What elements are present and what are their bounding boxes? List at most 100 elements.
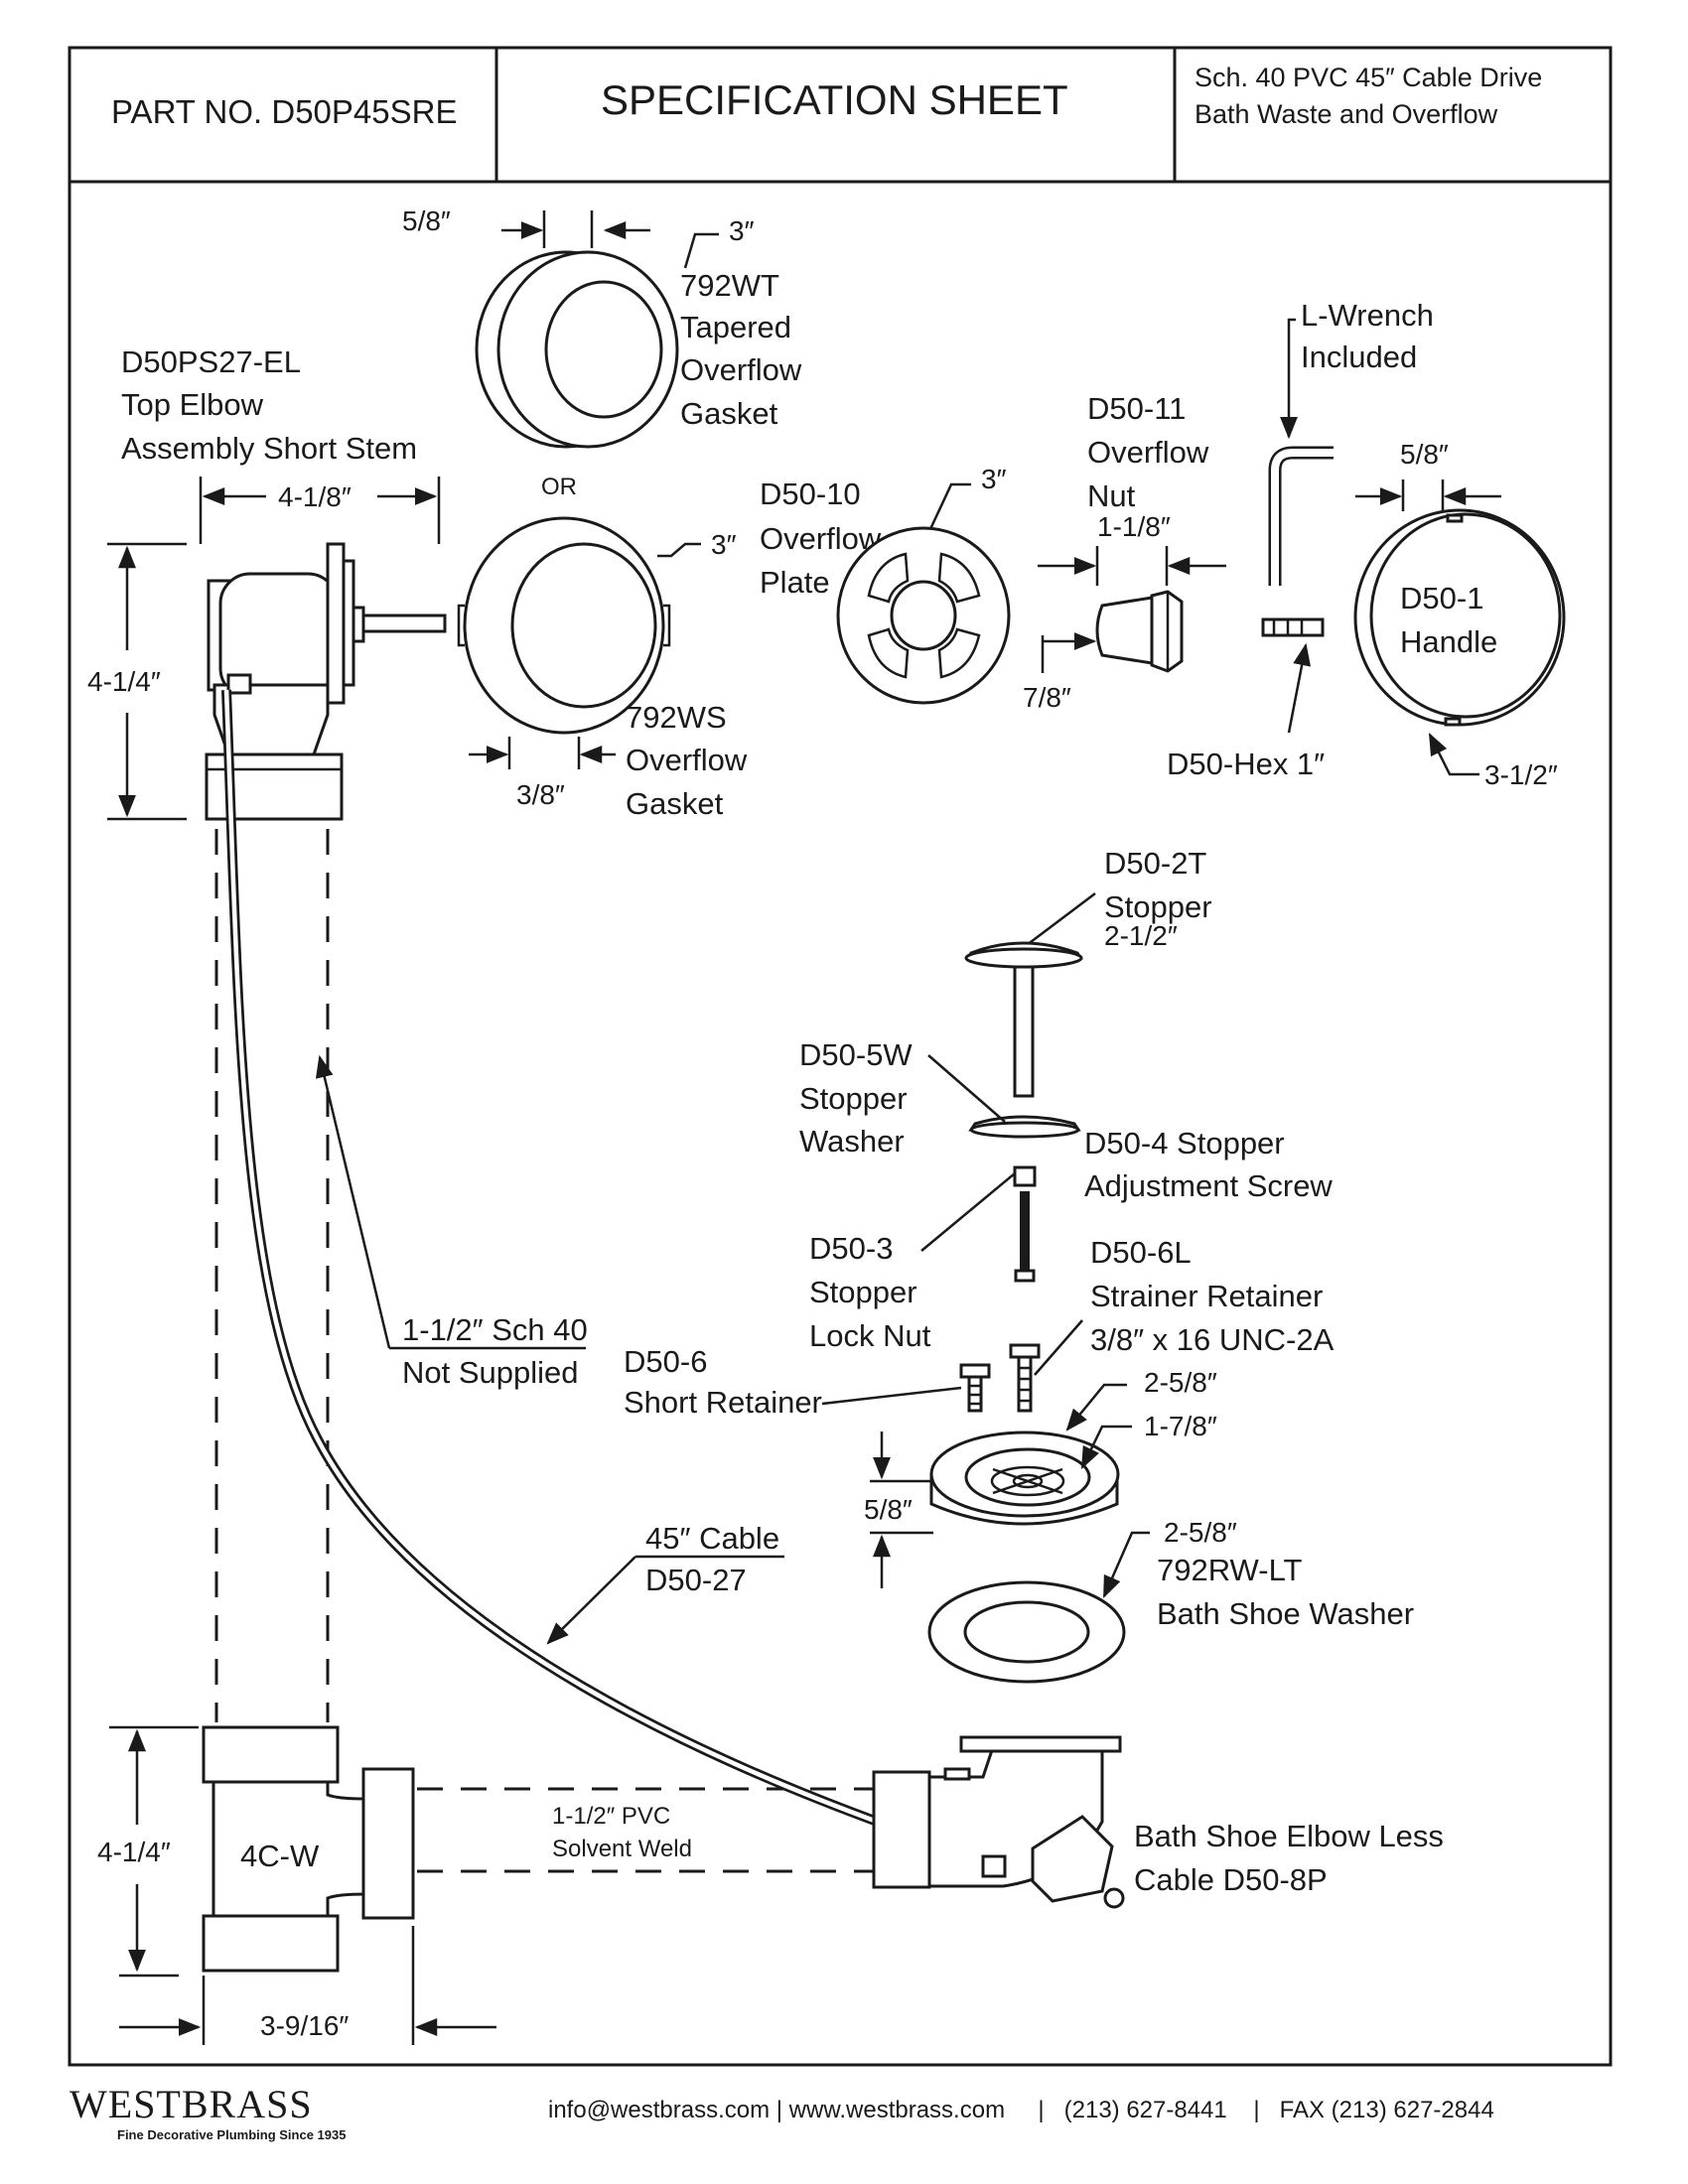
gasket-wt-label-4: Gasket bbox=[680, 396, 778, 431]
adj-screw-label-2: Adjustment Screw bbox=[1084, 1168, 1333, 1203]
short-ret-label-2: Short Retainer bbox=[624, 1385, 822, 1420]
cable-leader bbox=[546, 1555, 784, 1645]
l-wrench-label-1: L-Wrench bbox=[1301, 298, 1434, 333]
handle-label-2: Handle bbox=[1400, 624, 1497, 659]
overflow-nut-label-1: D50-11 bbox=[1087, 391, 1186, 426]
dim-plate-diameter: 3″ bbox=[981, 464, 1007, 494]
sheet-title: SPECIFICATION SHEET bbox=[601, 76, 1068, 123]
stopper-washer-label-1: D50-5W bbox=[799, 1037, 913, 1072]
stopper-washer-label-3: Washer bbox=[799, 1124, 905, 1159]
lock-nut-label-1: D50-3 bbox=[809, 1231, 893, 1266]
tee-drawing bbox=[202, 1725, 415, 1973]
dim-stopper-diameter: 2-1/2″ bbox=[1104, 920, 1178, 951]
top-elbow-label-3: Assembly Short Stem bbox=[121, 431, 417, 466]
overflow-nut-drawing bbox=[1095, 590, 1184, 673]
short-ret-label-1: D50-6 bbox=[624, 1344, 707, 1379]
product-desc-line2: Bath Waste and Overflow bbox=[1195, 99, 1498, 129]
dim-tee-height-label: 4-1/4″ bbox=[97, 1837, 171, 1867]
stopper-label-2: Stopper bbox=[1104, 889, 1212, 924]
gasket-ws-label-1: 792WS bbox=[626, 700, 727, 735]
lock-nut-label-2: Stopper bbox=[809, 1275, 917, 1309]
dim-wt-width: 5/8″ bbox=[402, 205, 451, 236]
overflow-plate-label-3: Plate bbox=[760, 565, 830, 600]
gasket-ws-label-2: Overflow bbox=[626, 743, 748, 777]
overflow-plate-label-2: Overflow bbox=[760, 521, 882, 556]
dim-tee-height bbox=[109, 1725, 199, 1978]
dim-elbow-height-label: 4-1/4″ bbox=[87, 666, 161, 697]
overflow-gasket-drawing bbox=[457, 516, 671, 735]
pipe-label-2: Not Supplied bbox=[402, 1355, 579, 1390]
dim-nut-width bbox=[1038, 546, 1226, 586]
top-elbow-label-1: D50PS27-EL bbox=[121, 344, 301, 379]
shoe-elbow-label-1: Bath Shoe Elbow Less bbox=[1134, 1819, 1444, 1853]
adj-screw-drawing bbox=[1013, 1165, 1037, 1283]
dim-elbow-height bbox=[107, 542, 187, 821]
l-wrench-drawing bbox=[1268, 446, 1334, 586]
top-elbow-label-2: Top Elbow bbox=[121, 387, 264, 422]
dim-nut-length-label: 7/8″ bbox=[1023, 682, 1071, 713]
lock-nut-label-3: Lock Nut bbox=[809, 1318, 931, 1353]
shoe-elbow-label-2: Cable D50-8P bbox=[1134, 1862, 1328, 1897]
shoe-washer-drawing bbox=[927, 1580, 1126, 1684]
solvent-label-1: 1-1/2″ PVC bbox=[552, 1803, 670, 1830]
stopper-washer-label-2: Stopper bbox=[799, 1081, 908, 1116]
pipe-label-1: 1-1/2″ Sch 40 bbox=[402, 1312, 588, 1347]
dim-strainer-inner: 1-7/8″ bbox=[1144, 1411, 1217, 1441]
handle-label-1: D50-1 bbox=[1400, 581, 1483, 615]
hex-label: D50-Hex 1″ bbox=[1167, 747, 1325, 781]
tee-label: 4C-W bbox=[240, 1839, 320, 1873]
gasket-wt-label-2: Tapered bbox=[680, 310, 791, 344]
top-elbow-drawing bbox=[205, 542, 447, 821]
overflow-nut-label-3: Nut bbox=[1087, 478, 1136, 513]
dim-washer-diameter: 2-5/8″ bbox=[1164, 1517, 1237, 1548]
brand-logo: WESTBRASS bbox=[70, 2082, 313, 2126]
dim-ws-width: 3/8″ bbox=[516, 779, 565, 810]
strainer-ret-label-3: 3/8″ x 16 UNC-2A bbox=[1090, 1322, 1335, 1357]
l-wrench-label-2: Included bbox=[1301, 340, 1417, 374]
adj-screw-label-1: D50-4 Stopper bbox=[1084, 1126, 1285, 1160]
dim-handle-diameter: 3-1/2″ bbox=[1484, 759, 1558, 790]
product-desc-line1: Sch. 40 PVC 45″ Cable Drive bbox=[1195, 63, 1542, 92]
gasket-ws-label-3: Gasket bbox=[626, 786, 724, 821]
part-number: PART NO. D50P45SRE bbox=[111, 93, 457, 130]
dim-ws-diameter: 3″ bbox=[711, 529, 737, 560]
overflow-plate-drawing bbox=[836, 526, 1011, 705]
brand-tagline: Fine Decorative Plumbing Since 1935 bbox=[117, 2127, 346, 2142]
dim-elbow-width-label: 4-1/8″ bbox=[278, 481, 352, 512]
tapered-gasket-drawing bbox=[475, 250, 679, 449]
gasket-wt-label-1: 792WT bbox=[680, 268, 779, 303]
pipe-dashed bbox=[214, 829, 874, 1873]
pipe-leader bbox=[315, 1054, 586, 1350]
or-label: OR bbox=[541, 474, 577, 500]
overflow-plate-label-1: D50-10 bbox=[760, 477, 861, 511]
sheet-frame bbox=[68, 46, 1613, 2067]
dim-strainer-diameter: 2-5/8″ bbox=[1144, 1367, 1217, 1398]
solvent-label-2: Solvent Weld bbox=[552, 1836, 692, 1862]
shoe-elbow-drawing bbox=[872, 1735, 1125, 1909]
dim-handle-width bbox=[1355, 479, 1501, 511]
strainer-ret-label-1: D50-6L bbox=[1090, 1235, 1192, 1270]
gasket-wt-label-3: Overflow bbox=[680, 352, 802, 387]
dim-ws bbox=[469, 542, 701, 769]
dim-handle-width-label: 5/8″ bbox=[1400, 439, 1449, 470]
strainer-drawing bbox=[929, 1431, 1120, 1526]
dim-wt-diameter: 3″ bbox=[729, 215, 755, 246]
dim-elbow-width bbox=[199, 477, 441, 544]
handle-drawing bbox=[1353, 508, 1566, 727]
dim-nut-length bbox=[1041, 632, 1097, 673]
dim-tee-width-label: 3-9/16″ bbox=[260, 2010, 349, 2041]
stopper-drawing bbox=[964, 941, 1083, 1098]
stopper-washer-drawing bbox=[968, 1115, 1081, 1139]
contact-info: info@westbrass.com | www.westbrass.com |… bbox=[548, 2097, 1494, 2123]
cable-label-2: D50-27 bbox=[645, 1563, 747, 1597]
dim-nut-width-label: 1-1/8″ bbox=[1097, 511, 1171, 542]
dim-tee-width bbox=[119, 1926, 496, 2045]
dim-gasket-width bbox=[501, 210, 719, 269]
shoe-washer-label-2: Bath Shoe Washer bbox=[1157, 1596, 1414, 1631]
retainer-bolts-drawing bbox=[959, 1343, 1041, 1413]
dim-strainer-height-label: 5/8″ bbox=[864, 1494, 913, 1525]
hex-key-drawing bbox=[1261, 617, 1325, 637]
stopper-label-1: D50-2T bbox=[1104, 846, 1206, 881]
strainer-ret-label-2: Strainer Retainer bbox=[1090, 1279, 1323, 1313]
